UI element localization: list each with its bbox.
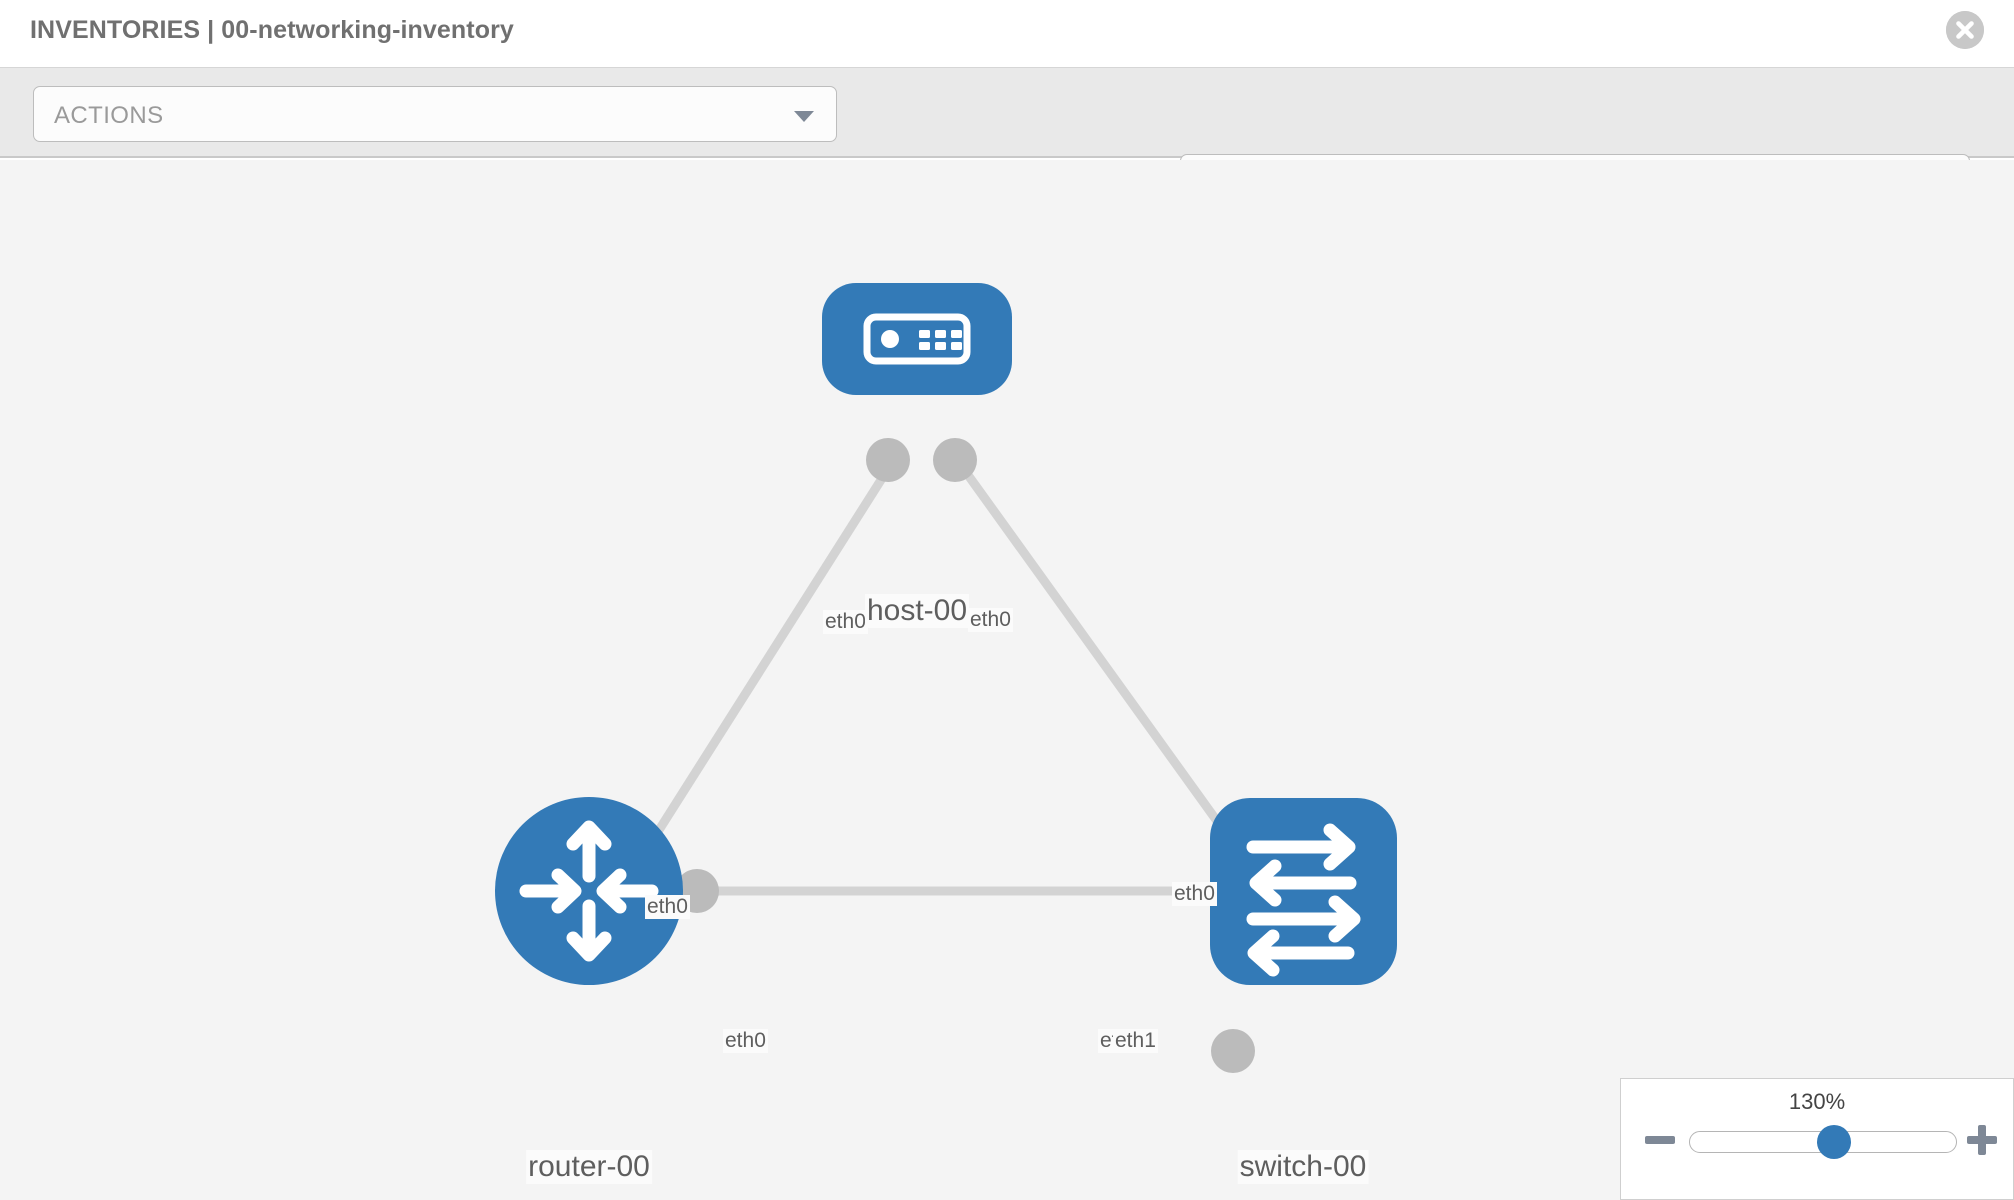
- node-router-00: [495, 797, 683, 985]
- connector-nub: [866, 438, 910, 482]
- zoom-slider-thumb[interactable]: [1817, 1125, 1851, 1159]
- interface-label: eth0: [968, 608, 1013, 632]
- link-layer: [636, 447, 1249, 896]
- chevron-down-icon: [794, 111, 814, 122]
- node-label-host-00: host-00: [864, 594, 970, 628]
- node-host-00-shape: [822, 283, 1012, 395]
- page-header: INVENTORIES | 00-networking-inventory: [0, 0, 2014, 68]
- node-host-00: [822, 283, 1012, 395]
- page-title: INVENTORIES | 00-networking-inventory: [30, 16, 514, 44]
- link-host00-switch00: [946, 447, 1249, 863]
- interface-label: eth0: [645, 895, 690, 919]
- close-icon[interactable]: [1946, 11, 1984, 49]
- router-arrows-icon: [519, 820, 659, 962]
- interface-label: eth0: [1172, 882, 1217, 906]
- toolbar: ACTIONS SEARCH: [0, 68, 2014, 210]
- interface-label: eth0: [723, 1029, 768, 1053]
- node-switch-00: [1210, 798, 1397, 985]
- plus-icon[interactable]: [1965, 1123, 1999, 1157]
- node-label-router-00: router-00: [526, 1150, 652, 1184]
- actions-dropdown-label: ACTIONS: [54, 102, 164, 129]
- server-device-icon: [863, 313, 971, 365]
- topology-graph: [495, 283, 1397, 1073]
- zoom-percent-label: 130%: [1788, 1089, 1846, 1114]
- server-device-icon-vents: [919, 330, 962, 350]
- interface-label: eth1: [1113, 1029, 1158, 1053]
- zoom-slider-track[interactable]: [1689, 1125, 1957, 1159]
- topology-canvas[interactable]: eth0 eth0 eth0 eth0 eth0 eth0 eth1 host-…: [0, 160, 2014, 1200]
- server-device-icon-led: [881, 330, 899, 348]
- connector-nub: [1211, 1029, 1255, 1073]
- node-router-00-shape: [495, 797, 683, 985]
- actions-dropdown[interactable]: ACTIONS: [33, 86, 837, 142]
- minus-icon[interactable]: [1643, 1123, 1677, 1157]
- node-label-switch-00: switch-00: [1237, 1150, 1369, 1184]
- switch-arrows-icon: [1246, 823, 1361, 977]
- interface-label: eth0: [823, 610, 868, 634]
- link-host00-router00: [636, 447, 904, 863]
- zoom-control: 130%: [1620, 1078, 2014, 1200]
- connector-nub: [933, 438, 977, 482]
